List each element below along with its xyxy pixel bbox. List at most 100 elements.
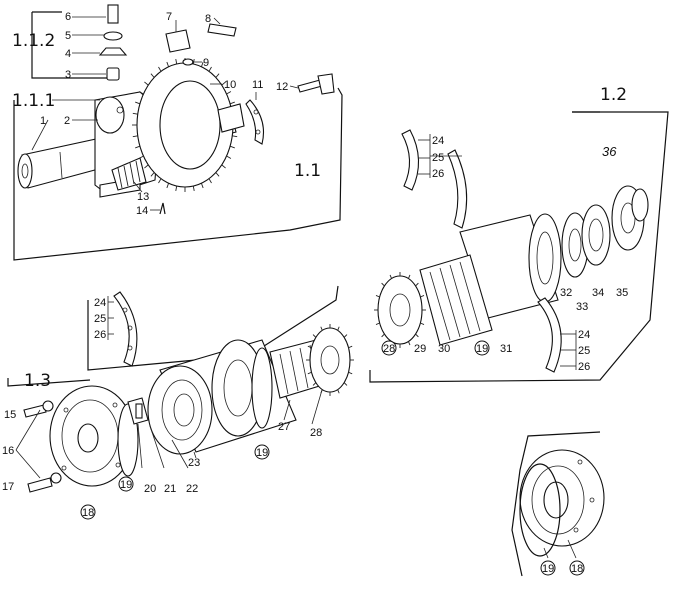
washer-part-5	[103, 31, 123, 41]
gear-tooth	[226, 155, 232, 159]
callout-2: 2	[64, 115, 70, 127]
gear-tooth	[166, 183, 170, 189]
group-label-1-1: 1.1	[294, 161, 321, 181]
gear-tooth	[312, 382, 317, 386]
gear-tooth	[337, 326, 340, 331]
callout-25-c: 25	[94, 313, 106, 325]
detail-frame	[511, 431, 601, 577]
gear-tooth	[307, 371, 312, 375]
gear-tooth	[150, 73, 155, 78]
segment-24-26-upper-right	[447, 149, 468, 229]
housing-flange-31	[528, 213, 562, 303]
gear-tooth	[226, 91, 232, 95]
gear-tooth	[138, 91, 144, 95]
gear-tooth	[229, 101, 235, 105]
callout-24-c: 24	[94, 297, 106, 309]
gear-tooth	[200, 183, 204, 189]
callout-6: 6	[65, 11, 71, 23]
group-1-1-2-bracket	[31, 12, 112, 79]
circled-marker-19-d	[540, 560, 556, 576]
block-part-7	[165, 29, 191, 53]
gear-tooth	[381, 333, 385, 338]
callout-26-c: 26	[94, 329, 106, 341]
bolt-part-17	[27, 477, 53, 493]
bolt-part-12	[297, 73, 335, 95]
group-label-1-1-1: 1.1.1	[12, 91, 55, 111]
gear-tooth	[343, 382, 348, 386]
callout-34: 34	[592, 287, 604, 299]
gear-tooth	[132, 135, 138, 138]
callout-30: 30	[438, 343, 450, 355]
callout-19-b: 19	[120, 479, 132, 491]
callout-27: 27	[278, 421, 290, 433]
gear-tooth	[175, 185, 178, 192]
callout-31: 31	[500, 343, 512, 355]
segment-24-26-upper-left	[401, 129, 420, 191]
gear-tooth	[232, 135, 238, 138]
nut-part-9	[182, 58, 194, 66]
callout-18-b: 18	[571, 563, 583, 575]
callout-25-b: 25	[578, 345, 590, 357]
gear-tooth	[208, 66, 212, 72]
callout-13: 13	[137, 191, 149, 203]
pin-part-20	[135, 403, 143, 419]
gear-tooth	[415, 333, 419, 338]
gear-tooth	[138, 155, 144, 159]
gear-tooth	[307, 345, 312, 349]
circled-marker-18-a	[80, 504, 96, 520]
circled-marker-19-a	[474, 340, 490, 356]
segment-24-26-group-1-3	[113, 291, 138, 367]
gear-tooth	[166, 61, 170, 67]
callout-18-a: 18	[82, 507, 94, 519]
group-1-3-assembly	[7, 285, 354, 493]
circled-marker-18-b	[569, 560, 585, 576]
group-1-1-frame	[13, 87, 343, 261]
gear-tooth	[158, 66, 162, 72]
callout-15: 15	[4, 409, 16, 421]
callout-1: 1	[40, 115, 46, 127]
group-1-2-assembly	[369, 111, 669, 383]
pinion-stack-parts-3-6	[98, 4, 128, 81]
callout-22: 22	[186, 483, 198, 495]
callout-4: 4	[65, 48, 71, 60]
cage-part-30	[419, 254, 493, 346]
gear-tooth	[200, 61, 204, 67]
callout-9: 9	[203, 57, 209, 69]
callout-20: 20	[144, 483, 156, 495]
group-label-1-3: 1.3	[24, 371, 51, 391]
bushing-part-3	[106, 67, 120, 81]
callout-26-a: 26	[432, 168, 444, 180]
gear-tooth	[132, 112, 138, 115]
group-1-2-frame	[369, 111, 669, 383]
callout-3: 3	[65, 69, 71, 81]
clip-part-14	[159, 202, 166, 215]
gear-tooth	[408, 341, 411, 346]
gear-tooth	[192, 58, 195, 65]
gear-tooth	[144, 164, 149, 169]
callout-12: 12	[276, 81, 288, 93]
crown-gear-part-10	[132, 58, 238, 192]
gear-tooth	[208, 178, 212, 184]
callout-21: 21	[164, 483, 176, 495]
ring-part-19-d	[519, 463, 561, 557]
gear-part-28-right	[374, 272, 426, 348]
callout-19-a: 19	[476, 343, 488, 355]
gear-tooth	[375, 295, 380, 298]
callout-16: 16	[2, 445, 14, 457]
gear-tooth	[337, 389, 340, 394]
callout-29: 29	[414, 343, 426, 355]
callout-28-b: 28	[310, 427, 322, 439]
gear-tooth	[150, 172, 155, 177]
bevel-gear-part-13	[111, 157, 147, 191]
gear-tooth	[192, 185, 195, 192]
gear-part-4	[98, 47, 128, 56]
gear-tooth	[415, 282, 419, 287]
callout-24-a: 24	[432, 135, 444, 147]
gear-tooth	[348, 371, 353, 375]
gear-tooth	[221, 81, 226, 86]
gear-tooth	[144, 81, 149, 86]
detail-cover-assembly	[511, 431, 605, 577]
callout-11: 11	[252, 79, 263, 91]
gear-tooth	[229, 145, 235, 149]
